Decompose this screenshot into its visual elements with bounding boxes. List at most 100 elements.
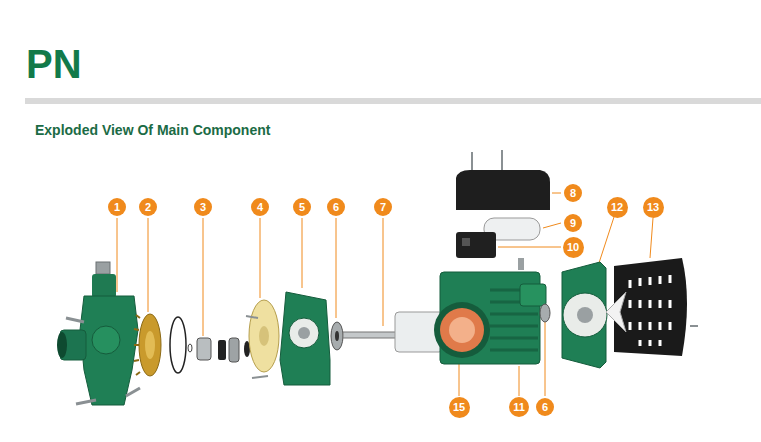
seal-plate: [246, 300, 279, 378]
end-shield: [562, 262, 607, 368]
leader-lines: [545, 322, 546, 396]
callout-text: 15: [453, 402, 465, 413]
leader-lines: [117, 193, 653, 396]
header-rule: [25, 98, 761, 104]
callout-number: 6: [536, 398, 554, 416]
terminal-block: [462, 238, 470, 246]
pump-casing: [66, 318, 84, 322]
terminal-box-cover: [456, 170, 550, 210]
motor-housing: [440, 258, 546, 364]
callout-number: 8: [564, 184, 582, 202]
seal-plate: [246, 316, 258, 318]
pump-bracket: [280, 292, 330, 385]
leader-lines: [498, 247, 561, 248]
page-title: PN: [26, 44, 82, 84]
callout-text: 6: [542, 402, 548, 413]
callout-number: 5: [293, 198, 311, 216]
rear-bearing: [540, 304, 550, 322]
pump-casing: [96, 262, 110, 274]
callout-text: 5: [299, 202, 305, 213]
fan-cover: [690, 325, 698, 327]
pump-casing: [80, 296, 138, 405]
front-bearing: [331, 322, 343, 350]
fan-blades: [606, 292, 626, 332]
fan-cover: [630, 275, 670, 346]
callout-number: 12: [607, 197, 628, 218]
callout-text: 6: [333, 202, 339, 213]
callout-text: 11: [513, 402, 525, 413]
stator-winding: [434, 302, 490, 358]
callout-text: 2: [145, 202, 151, 213]
front-bearing: [331, 322, 343, 350]
stator-winding: [434, 302, 490, 358]
callout-number: 7: [374, 198, 392, 216]
leader-lines: [650, 218, 653, 258]
o-ring: [170, 317, 192, 373]
seal-plate: [252, 376, 268, 378]
end-shield: [562, 262, 606, 368]
callout-text: 10: [567, 242, 579, 253]
brass-impeller: [134, 315, 140, 375]
terminal-block: [456, 232, 496, 258]
callout-text: 12: [611, 202, 623, 213]
stator-winding: [449, 317, 475, 343]
fan-cover: [614, 258, 687, 356]
o-ring: [170, 317, 186, 373]
pump-bracket: [298, 327, 310, 339]
callout-number: 1: [108, 198, 126, 216]
callout-text: 9: [570, 218, 576, 229]
leader-lines: [598, 217, 614, 266]
pump-bracket: [289, 318, 319, 348]
rear-bearing: [540, 304, 550, 322]
o-ring: [188, 344, 192, 352]
terminal-box-cover: [456, 150, 550, 210]
callout-number: 4: [251, 198, 269, 216]
end-shield: [563, 293, 607, 337]
pump-casing: [92, 274, 116, 298]
terminal-box-cover: [471, 152, 473, 172]
front-bearing: [335, 331, 339, 341]
callout-number: 6: [327, 198, 345, 216]
leader-lines: [459, 360, 460, 396]
brass-impeller: [139, 314, 161, 376]
seal-plate: [259, 326, 269, 346]
pump-casing: [126, 388, 140, 396]
callout-text: 1: [114, 202, 120, 213]
callout-text: 13: [647, 202, 659, 213]
mechanical-seal: [197, 338, 211, 360]
rotor-shaft: [343, 312, 443, 352]
brass-impeller: [145, 331, 155, 359]
callout-number: 15: [449, 397, 470, 418]
leader-lines: [148, 218, 149, 312]
leader-lines: [260, 218, 261, 298]
callout-number: 13: [643, 197, 664, 218]
callout-number: 2: [139, 198, 157, 216]
leader-lines: [203, 218, 204, 336]
leader-lines: [543, 223, 561, 228]
leader-lines: [383, 218, 384, 326]
leader-lines: [302, 218, 303, 288]
terminal-block: [456, 232, 496, 258]
stator-winding: [440, 308, 484, 352]
motor-housing: [520, 284, 546, 306]
motor-housing: [518, 258, 524, 270]
pump-bracket: [280, 292, 330, 385]
callout-text: 8: [570, 188, 576, 199]
callout-number: 10: [563, 237, 584, 258]
leader-lines: [552, 193, 561, 194]
brass-impeller: [134, 314, 161, 376]
leader-lines: [519, 366, 520, 396]
seal-plate: [249, 300, 279, 372]
leader-lines: [117, 218, 118, 292]
end-shield: [577, 307, 593, 323]
fan-cover: [614, 258, 698, 356]
leader-lines: [336, 218, 337, 318]
mechanical-seal: [229, 338, 239, 362]
callout-number: 9: [564, 214, 582, 232]
terminal-box-cover: [501, 150, 503, 172]
fan-blades: [606, 292, 626, 332]
callout-text: 3: [200, 202, 206, 213]
pump-casing: [57, 332, 67, 358]
